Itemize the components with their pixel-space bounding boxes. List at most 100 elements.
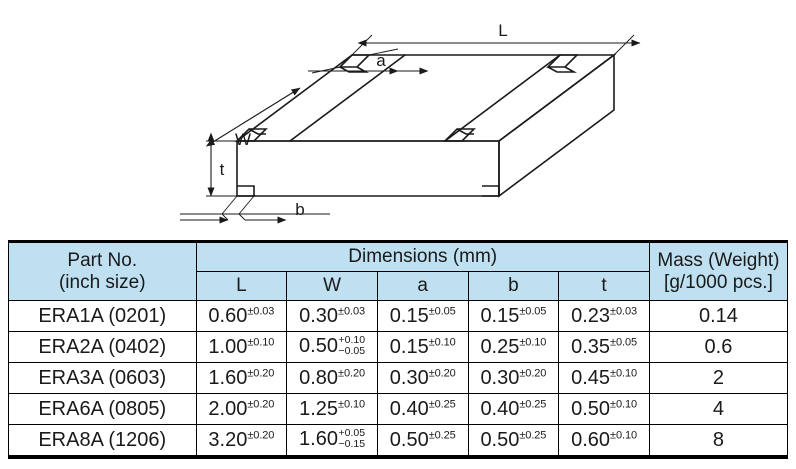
cell-dimension-W: 1.25±0.10 [286, 393, 378, 425]
tolerance-symmetric: ±0.25 [519, 428, 547, 441]
nominal-value: 0.60 [208, 304, 248, 327]
table-header-row-1: Part No. (inch size) Dimensions (mm) Mas… [8, 242, 789, 301]
cell-dimension-a: 0.50±0.25 [376, 424, 469, 456]
cell-dimension-W: 0.30±0.03 [286, 300, 378, 332]
chip-resistor-drawing: L a W t b [180, 21, 641, 224]
cell-dimension-W: 1.60+0.05−0.15 [286, 424, 378, 456]
tolerance-symmetric: ±0.10 [610, 397, 637, 410]
tolerance-symmetric: ±0.20 [338, 366, 365, 379]
nominal-value: 0.80 [299, 366, 339, 389]
tolerance-symmetric: ±0.20 [428, 366, 456, 379]
cell-dimension-b: 0.30±0.20 [467, 362, 560, 394]
header-col-a: a [376, 271, 469, 301]
nominal-value: 1.60 [299, 428, 338, 451]
cell-dimension-t: 0.23±0.03 [558, 300, 650, 332]
header-mass: Mass (Weight) [g/1000 pcs.] [648, 242, 789, 301]
dimension-label-a: a [376, 51, 386, 70]
resistor-body-outline [234, 53, 617, 198]
cell-dimension-L: 2.00±0.20 [195, 393, 288, 425]
tolerance-symmetric: ±0.10 [610, 428, 637, 441]
tolerance-symmetric: ±0.03 [610, 304, 637, 317]
cell-dimension-t: 0.50±0.10 [558, 393, 650, 425]
tolerance-asymmetric: +0.10−0.05 [338, 335, 365, 356]
header-col-W: W [286, 271, 378, 301]
tolerance-symmetric: ±0.20 [247, 397, 275, 410]
cell-dimension-b: 0.40±0.25 [467, 393, 560, 425]
nominal-value: 0.15 [480, 304, 520, 327]
table-header: Part No. (inch size) Dimensions (mm) Mas… [8, 242, 789, 301]
nominal-value: 0.15 [389, 335, 429, 358]
tolerance-lower: −0.05 [338, 345, 366, 357]
tolerance-symmetric: ±0.05 [519, 304, 547, 317]
dimension-diagram: L a W t b [180, 21, 641, 224]
tolerance-symmetric: ±0.25 [428, 428, 456, 441]
cell-mass: 0.6 [648, 331, 789, 363]
tolerance-symmetric: ±0.10 [428, 335, 456, 348]
tolerance-symmetric: ±0.20 [247, 428, 275, 441]
nominal-value: 1.25 [299, 397, 339, 420]
tolerance-symmetric: ±0.10 [610, 366, 637, 379]
tolerance-symmetric: ±0.10 [519, 335, 547, 348]
cell-dimension-t: 0.35±0.05 [558, 331, 650, 363]
cell-part-no: ERA6A (0805) [8, 393, 197, 425]
nominal-value: 0.30 [389, 366, 429, 389]
header-col-L: L [195, 271, 288, 301]
header-mass-line2: [g/1000 pcs.] [664, 271, 773, 293]
cell-dimension-a: 0.15±0.10 [376, 331, 469, 363]
cell-dimension-W: 0.50+0.10−0.05 [286, 331, 378, 363]
cell-dimension-a: 0.30±0.20 [376, 362, 469, 394]
dimension-label-W: W [235, 130, 251, 149]
tolerance-symmetric: ±0.05 [610, 335, 637, 348]
nominal-value: 0.40 [389, 397, 429, 420]
header-part-no: Part No. (inch size) [8, 242, 197, 301]
cell-part-no: ERA3A (0603) [8, 362, 197, 394]
dimension-label-t: t [220, 160, 225, 179]
header-mass-line1: Mass (Weight) [657, 249, 780, 271]
cell-dimension-L: 0.60±0.03 [195, 300, 288, 332]
specification-table-region: Part No. (inch size) Dimensions (mm) Mas… [8, 242, 789, 456]
tolerance-symmetric: ±0.10 [338, 397, 365, 410]
nominal-value: 0.35 [571, 335, 611, 358]
cell-dimension-L: 3.20±0.20 [195, 424, 288, 456]
tolerance-symmetric: ±0.03 [338, 304, 365, 317]
tolerance-upper: +0.05 [338, 427, 366, 440]
cell-dimension-b: 0.15±0.05 [467, 300, 560, 332]
nominal-value: 1.60 [208, 366, 248, 389]
nominal-value: 1.00 [208, 335, 248, 358]
nominal-value: 0.50 [571, 397, 611, 420]
cell-part-no: ERA1A (0201) [8, 300, 197, 332]
tolerance-symmetric: ±0.05 [428, 304, 456, 317]
nominal-value: 0.60 [571, 428, 611, 451]
nominal-value: 0.50 [480, 428, 520, 451]
cell-dimension-t: 0.60±0.10 [558, 424, 650, 456]
header-dimensions-group: Dimensions (mm) [195, 242, 650, 272]
nominal-value: 3.20 [208, 428, 248, 451]
nominal-value: 0.50 [299, 335, 338, 358]
nominal-value: 0.30 [480, 366, 520, 389]
cell-dimension-W: 0.80±0.20 [286, 362, 378, 394]
nominal-value: 0.30 [299, 304, 339, 327]
tolerance-asymmetric: +0.05−0.15 [338, 428, 365, 449]
nominal-value: 0.50 [389, 428, 429, 451]
cell-dimension-L: 1.00±0.10 [195, 331, 288, 363]
nominal-value: 0.40 [480, 397, 520, 420]
tolerance-symmetric: ±0.25 [428, 397, 456, 410]
tolerance-symmetric: ±0.10 [247, 335, 275, 348]
nominal-value: 2.00 [208, 397, 248, 420]
nominal-value: 0.23 [571, 304, 611, 327]
tolerance-lower: −0.15 [338, 438, 366, 450]
cell-part-no: ERA8A (1206) [8, 424, 197, 456]
cell-dimension-b: 0.25±0.10 [467, 331, 560, 363]
tolerance-upper: +0.10 [338, 334, 366, 347]
tolerance-symmetric: ±0.20 [519, 366, 547, 379]
tolerance-symmetric: ±0.03 [247, 304, 275, 317]
extension-lines [180, 34, 635, 215]
nominal-value: 0.45 [571, 366, 611, 389]
cell-mass: 2 [648, 362, 789, 394]
cell-dimension-a: 0.15±0.05 [376, 300, 469, 332]
